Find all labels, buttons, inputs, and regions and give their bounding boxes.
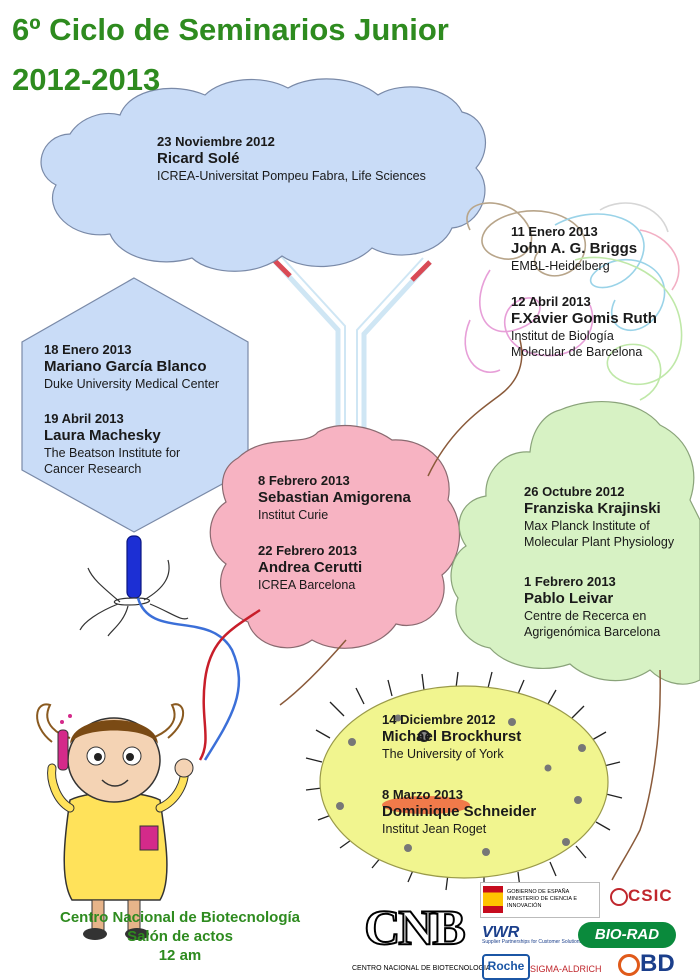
seminar-sole: 23 Noviembre 2012 Ricard Solé ICREA-Univ…	[157, 134, 426, 184]
speaker-name: Franziska Krajinski	[524, 500, 661, 517]
speaker-institution: Duke University Medical Center	[44, 377, 220, 391]
vwr-logo: VWR Supplier Partnerships for Customer S…	[482, 924, 582, 946]
roche-logo-text: Roche	[487, 959, 525, 973]
seminar-date: 26 Octubre 2012	[524, 484, 625, 499]
venue-room: Salón de actos	[127, 928, 233, 945]
speaker-institution: ICREA-Universitat Pompeu Fabra, Life Sci…	[157, 169, 426, 183]
speaker-institution: Max Planck Institute of	[524, 519, 650, 533]
poster-title: 6º Ciclo de Seminarios Junior	[12, 12, 449, 47]
biorad-logo-text: BIO-RAD	[594, 926, 660, 943]
csic-logo: CSIC	[606, 880, 694, 914]
speaker-name: Andrea Cerutti	[258, 559, 363, 576]
child-illustration	[36, 703, 194, 940]
seminar-date: 8 Febrero 2013	[258, 473, 350, 488]
seminar-date: 11 Enero 2013	[511, 224, 598, 239]
seminar-amigorena: 8 Febrero 2013 Sebastian Amigorena Insti…	[258, 473, 411, 523]
protein-scribble	[464, 202, 683, 401]
cnb-logo-letters: CNB	[363, 898, 467, 956]
seminar-date: 23 Noviembre 2012	[157, 134, 275, 149]
vwr-logo-tagline: Supplier Partnerships for Customer Solut…	[482, 939, 583, 945]
yellow-cell-illustration	[305, 671, 623, 892]
pink-blob-shape	[209, 425, 461, 649]
biorad-logo: BIO-RAD	[578, 922, 676, 948]
seminar-garcia: 18 Enero 2013 Mariano García Blanco Duke…	[44, 342, 219, 392]
speaker-name: Michael Brockhurst	[382, 728, 522, 745]
speaker-name: Pablo Leivar	[524, 590, 614, 607]
sigma-aldrich-logo-text: SIGMA-ALDRICH	[530, 964, 602, 974]
neuron-illustration	[79, 535, 189, 637]
seminar-schneider: 8 Marzo 2013 Dominique Schneider Institu…	[382, 787, 536, 837]
speaker-institution: Molecular de Barcelona	[511, 345, 643, 359]
venue-place: Centro Nacional de Biotecnología	[59, 909, 301, 926]
wires	[136, 597, 261, 761]
seminar-date: 19 Abril 2013	[44, 411, 124, 426]
seminar-briggs: 11 Enero 2013 John A. G. Briggs EMBL-Hei…	[511, 224, 637, 274]
seminar-machesky: 19 Abril 2013 Laura Machesky The Beatson…	[44, 411, 180, 477]
seminar-brockhurst: 14 Diciembre 2012 Michael Brockhurst The…	[382, 712, 521, 762]
spain-flag-icon	[483, 886, 503, 913]
speaker-institution: EMBL-Heidelberg	[511, 259, 610, 273]
seminar-date: 8 Marzo 2013	[382, 787, 463, 802]
cnb-logo-caption: CENTRO NACIONAL DE BIOTECNOLOGIA	[352, 965, 491, 972]
speaker-name: John A. G. Briggs	[511, 240, 638, 257]
cnb-logo: CNB CENTRO NACIONAL DE BIOTECNOLOGIA	[352, 898, 491, 976]
speaker-institution: Institut Jean Roget	[382, 822, 487, 836]
speaker-institution: ICREA Barcelona	[258, 578, 356, 592]
poster-year: 2012-2013	[12, 62, 161, 97]
speaker-institution: Agrigenómica Barcelona	[524, 625, 661, 639]
speaker-name: Sebastian Amigorena	[258, 489, 411, 506]
hexagon-shape	[21, 277, 249, 533]
connector-lines	[279, 339, 661, 881]
speaker-name: Ricard Solé	[157, 150, 240, 167]
seminar-date: 12 Abril 2013	[511, 294, 591, 309]
speaker-institution: Cancer Research	[44, 462, 142, 476]
speaker-institution: Institut Curie	[258, 508, 329, 522]
seminar-date: 22 Febrero 2013	[258, 543, 358, 558]
speaker-institution: Institut de Biología	[511, 329, 614, 343]
vwr-logo-text: VWR	[482, 924, 520, 941]
venue-time: 12 am	[158, 947, 202, 964]
speaker-institution: Centre de Recerca en	[524, 609, 647, 623]
bd-logo: BD	[614, 950, 694, 978]
seminar-cerutti: 22 Febrero 2013 Andrea Cerutti ICREA Bar…	[258, 543, 362, 593]
seminar-gomis: 12 Abril 2013 F.Xavier Gomis Ruth Instit…	[511, 294, 657, 360]
csic-mark-icon	[610, 888, 628, 906]
csic-logo-text: CSIC	[628, 886, 673, 905]
seminar-leivar: 1 Febrero 2013 Pablo Leivar Centre de Re…	[524, 574, 660, 640]
speaker-name: Mariano García Blanco	[44, 358, 207, 375]
speaker-institution: The University of York	[382, 747, 504, 761]
seminar-date: 14 Diciembre 2012	[382, 712, 496, 727]
seminar-date: 18 Enero 2013	[44, 342, 132, 357]
gobierno-logo: GOBIERNO DE ESPAÑA MINISTERIO DE CIENCIA…	[480, 882, 600, 918]
sigma-aldrich-logo: SIGMA-ALDRICH	[530, 960, 610, 978]
roche-logo: Roche	[482, 954, 530, 980]
venue-info: Centro Nacional de Biotecnología Salón d…	[12, 908, 348, 965]
speaker-institution: The Beatson Institute for	[44, 446, 181, 460]
speaker-name: Dominique Schneider	[382, 803, 537, 820]
seminar-date: 1 Febrero 2013	[524, 574, 616, 589]
antibody-illustration	[270, 253, 432, 440]
bd-logo-text: BD	[640, 950, 675, 977]
speaker-institution: Molecular Plant Physiology	[524, 535, 675, 549]
seminar-krajinski: 26 Octubre 2012 Franziska Krajinski Max …	[524, 484, 674, 550]
green-blob-shape	[450, 400, 700, 685]
gobierno-logo-text: GOBIERNO DE ESPAÑA MINISTERIO DE CIENCIA…	[507, 889, 577, 909]
bd-mark-icon	[618, 954, 640, 976]
speaker-name: Laura Machesky	[44, 427, 161, 444]
cloud-shape	[40, 78, 487, 272]
speaker-name: F.Xavier Gomis Ruth	[511, 310, 657, 327]
